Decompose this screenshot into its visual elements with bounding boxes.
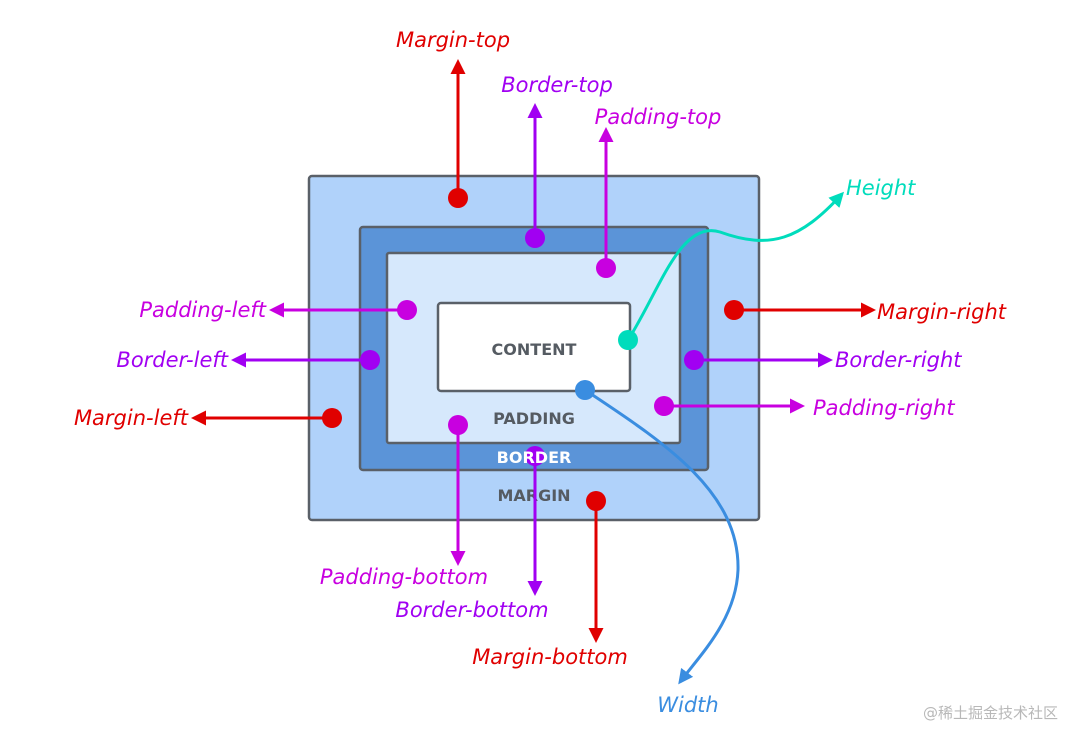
- label-margin-left: Margin-left: [74, 406, 189, 430]
- width-curve-arrow: [584, 388, 740, 685]
- label-padding-right: Padding-right: [813, 396, 955, 420]
- watermark: @稀土掘金技术社区: [923, 704, 1058, 722]
- height-curve-arrow: [626, 191, 845, 341]
- label-border-left: Border-left: [116, 348, 228, 372]
- label-padding-left: Padding-left: [139, 298, 266, 322]
- label-border-right: Border-right: [835, 348, 962, 372]
- label-border-top: Border-top: [501, 73, 613, 97]
- label-padding-bottom: Padding-bottom: [320, 565, 488, 589]
- label-margin-bottom: Margin-bottom: [472, 645, 628, 669]
- label-padding-top: Padding-top: [595, 105, 722, 129]
- padding-label: PADDING: [493, 409, 575, 428]
- anchor-dots: [322, 188, 744, 511]
- label-width: Width: [657, 693, 718, 717]
- label-height: Height: [846, 176, 916, 200]
- border-label: BORDER: [497, 448, 572, 467]
- label-margin-top: Margin-top: [396, 28, 510, 52]
- content-label: CONTENT: [492, 340, 577, 359]
- label-margin-right: Margin-right: [877, 300, 1007, 324]
- label-border-bottom: Border-bottom: [395, 598, 548, 622]
